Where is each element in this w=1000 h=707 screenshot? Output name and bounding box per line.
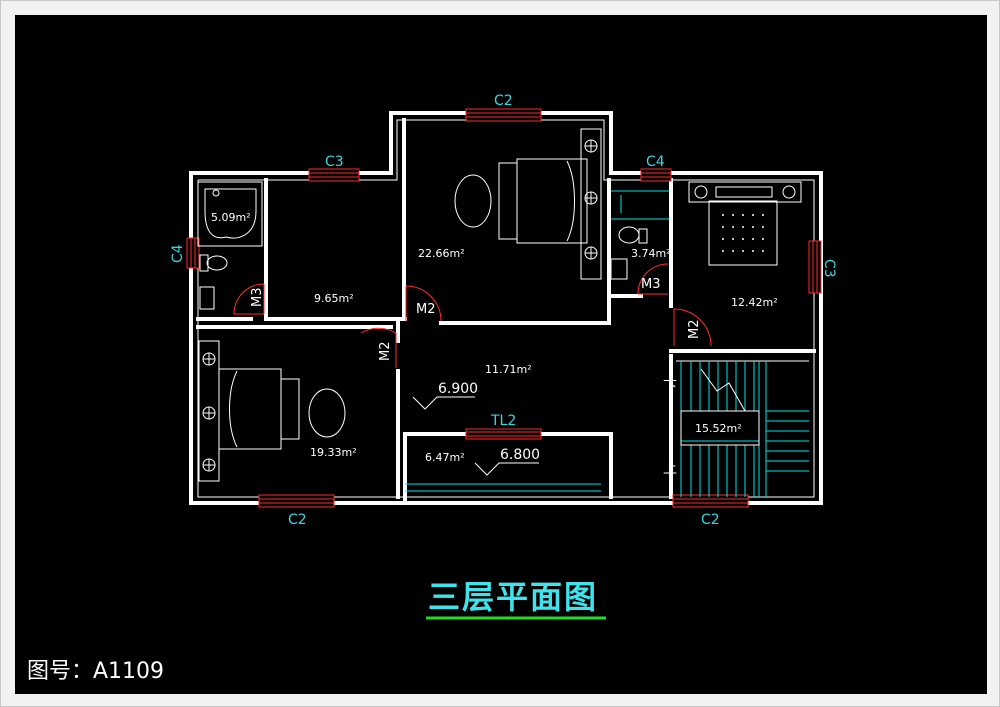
area-master-bedroom: 22.66m² (418, 247, 465, 260)
area-hall: 11.71m² (485, 363, 532, 376)
area-bedroom-left: 19.33m² (310, 446, 357, 459)
label-c3-top: C3 (325, 154, 344, 170)
door-m3-bath-right (637, 263, 669, 295)
area-stair: 15.52m² (695, 422, 742, 435)
window-tl2 (465, 428, 542, 440)
door-m3-bath-left (233, 283, 265, 315)
toilet-right (610, 190, 669, 280)
window-c2-top (465, 108, 542, 122)
label-c4-top: C4 (646, 154, 665, 170)
bathtub-left (197, 181, 263, 247)
label-m2-right-bedroom: M2 (687, 320, 702, 340)
stair-up-label: 上 (663, 461, 677, 477)
window-openings (186, 108, 822, 508)
level-markers: 6.900 6.800 (412, 381, 540, 476)
label-m2-center: M2 (416, 302, 436, 317)
label-c2-bottom-right: C2 (701, 512, 720, 528)
area-bath-right: 3.74m² (631, 247, 671, 260)
window-labels: C2 C3 C4 C4 C3 C2 C2 TL2 (170, 93, 837, 528)
window-c4-left (186, 237, 200, 269)
level-hall: 6.900 (438, 381, 478, 397)
area-room-small: 9.65m² (314, 292, 354, 305)
cad-canvas: 下 上 6.900 6.800 C2 C3 C4 C4 C3 C2 C2 TL2 (15, 15, 987, 694)
window-c3-right (808, 240, 822, 294)
door-m2-center (405, 285, 442, 322)
label-m3-bath-right: M3 (641, 277, 661, 292)
door-swings (233, 263, 712, 368)
outer-wall-inner-line (197, 119, 815, 498)
stair-down-label: 下 (663, 379, 677, 395)
room-areas: 5.09m² 9.65m² 22.66m² 3.74m² 12.42m² 19.… (211, 211, 778, 464)
walls (189, 111, 823, 505)
label-tl2: TL2 (490, 413, 516, 429)
bedroom-right-bed (688, 181, 802, 266)
drawing-number: 图号：A1109 (27, 659, 164, 684)
window-c4-top (640, 168, 672, 182)
plan-title: 三层平面图 (428, 578, 598, 616)
staircase: 下 上 (663, 361, 809, 497)
label-m2-left-bedroom: M2 (378, 342, 393, 362)
level-balcony: 6.800 (500, 447, 540, 463)
window-c2-bottom-left (258, 494, 335, 508)
label-c3-right: C3 (821, 259, 837, 278)
bedspread-dots (722, 214, 764, 252)
window-c2-bottom-right (672, 494, 749, 508)
label-c4-left: C4 (170, 244, 186, 263)
area-bath-left: 5.09m² (211, 211, 251, 224)
stair-treads-upper (690, 361, 755, 497)
stair-landing-box (680, 410, 760, 446)
door-m2-right-bedroom (673, 308, 712, 347)
stair-break-line (700, 368, 746, 412)
outer-wall (189, 111, 823, 505)
door-m2-left-bedroom (360, 327, 397, 368)
toilet-left (199, 254, 228, 310)
area-bedroom-right: 12.42m² (731, 296, 778, 309)
floor-plan: 下 上 6.900 6.800 C2 C3 C4 C4 C3 C2 C2 TL2 (27, 93, 837, 684)
label-c2-top: C2 (494, 93, 513, 109)
label-m3-bath-left: M3 (250, 288, 265, 308)
furniture (197, 128, 802, 492)
master-bed (454, 128, 602, 280)
area-balcony: 6.47m² (425, 451, 465, 464)
bedroom-left-bed (198, 340, 346, 482)
door-labels: M3 M2 M2 M3 M2 (250, 277, 702, 361)
window-c3-top (308, 168, 360, 182)
label-c2-bottom-left: C2 (288, 512, 307, 528)
